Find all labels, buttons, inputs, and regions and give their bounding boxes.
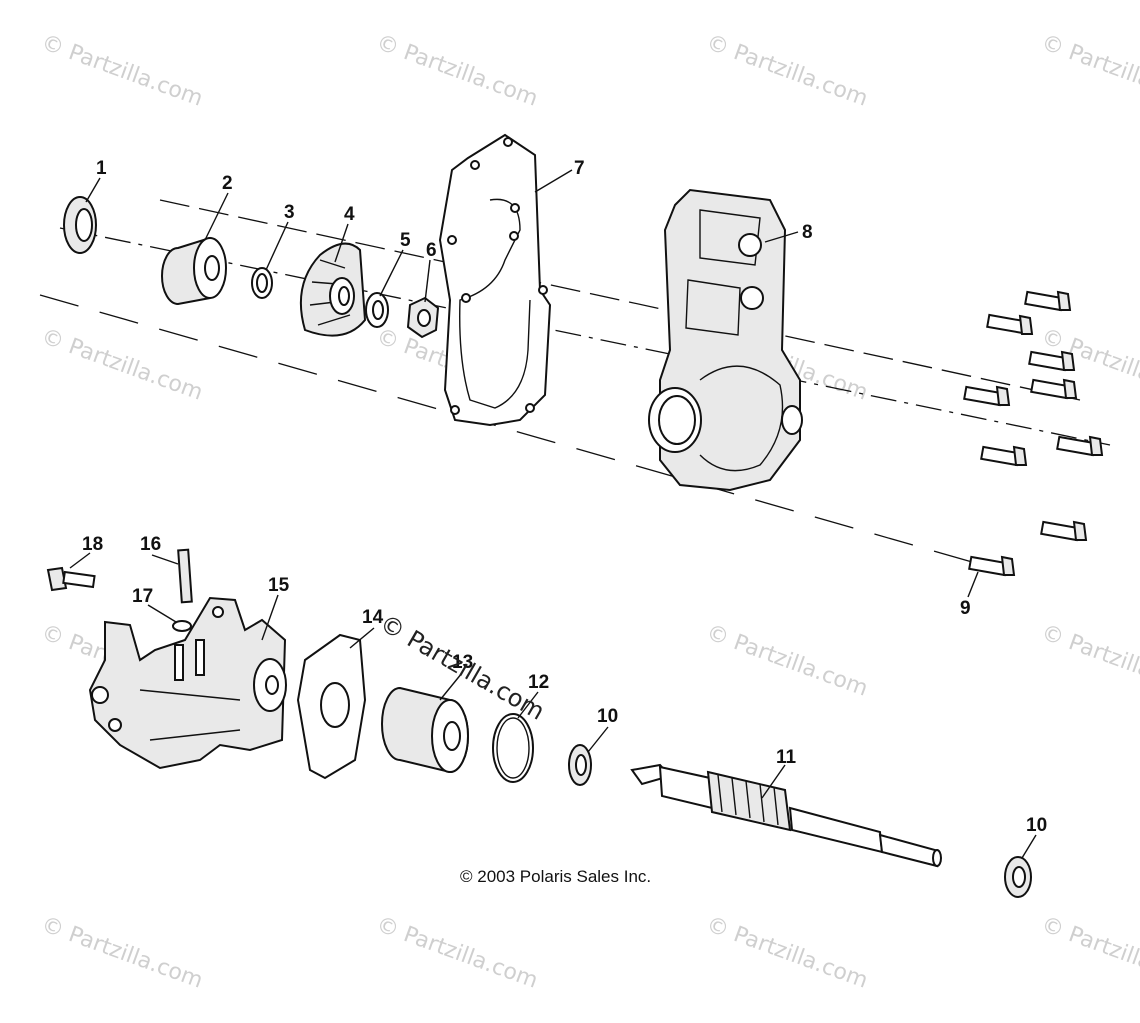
watermark: © Partzilla.com [38,30,206,112]
watermark: © Partzilla.com [373,912,541,994]
callout-6: 6 [426,240,437,261]
part-14-gasket [296,633,367,780]
part-10-washer-right [1004,856,1032,898]
copyright-notice: © 2003 Polaris Sales Inc. [460,867,651,886]
bolt [1028,350,1076,372]
callout-18: 18 [82,534,103,555]
callout-2: 2 [222,173,233,194]
part-13-rotor [381,686,469,774]
part-9-bolts [963,290,1104,577]
callout-5: 5 [400,230,411,251]
part-16-pin [177,548,193,604]
callout-10-left: 10 [597,706,618,727]
axis-lines [39,199,1111,571]
callout-11: 11 [776,747,797,768]
callout-3: 3 [284,202,295,223]
callout-7: 7 [574,158,585,179]
part-17-clip [172,620,192,632]
watermark: © Partzilla.com [703,912,871,994]
part-5-washer [365,292,389,328]
bolt [986,313,1034,335]
leader-lines [69,169,1037,859]
bolt [1056,435,1104,457]
part-8-cover [648,188,803,492]
dash-dot-axis-top [59,227,1111,446]
callout-12: 12 [528,672,549,693]
watermark: © Partzilla.com [373,30,541,112]
bolt [1040,520,1088,542]
callout-10-right: 10 [1026,815,1047,836]
watermark: © Partzilla.com [1038,30,1140,112]
callouts: 1 2 3 4 5 6 7 8 9 10 10 11 12 13 14 15 1… [82,158,1047,836]
callout-4: 4 [344,204,355,225]
callout-14: 14 [362,607,384,628]
callout-15: 15 [268,575,290,596]
callout-8: 8 [802,222,813,243]
callout-13: 13 [452,652,473,673]
callout-1: 1 [96,158,107,179]
part-11-shaft [630,763,942,868]
watermark-layer: © Partzilla.com © Partzilla.com © Partzi… [38,30,1140,994]
callout-17: 17 [132,586,153,607]
watermark: © Partzilla.com [38,324,206,406]
long-dash-axis [39,294,1001,571]
watermark: © Partzilla.com [703,620,871,702]
part-10-washer-left [568,744,592,786]
part-3-washer [251,267,273,299]
bolt [980,445,1028,467]
part-7-gasket [438,133,552,427]
part-4-impeller [299,242,367,337]
part-18-bolt [46,566,96,592]
bolt [963,385,1011,407]
bolt [1024,290,1072,312]
watermark: © Partzilla.com [1038,620,1140,702]
watermark: © Partzilla.com [703,30,871,112]
part-2-bearing [161,236,227,306]
part-6-nut [406,296,440,339]
callout-9: 9 [960,598,971,619]
watermark: © Partzilla.com [1038,912,1140,994]
part-12-o-ring [492,713,534,783]
part-15-oil-pump [88,596,287,770]
watermark: © Partzilla.com [38,912,206,994]
part-1-seal [63,196,97,254]
bolt [968,555,1016,577]
callout-16: 16 [140,534,161,555]
dash-dot-axis-upper [159,199,1081,401]
bolt [1030,378,1078,400]
